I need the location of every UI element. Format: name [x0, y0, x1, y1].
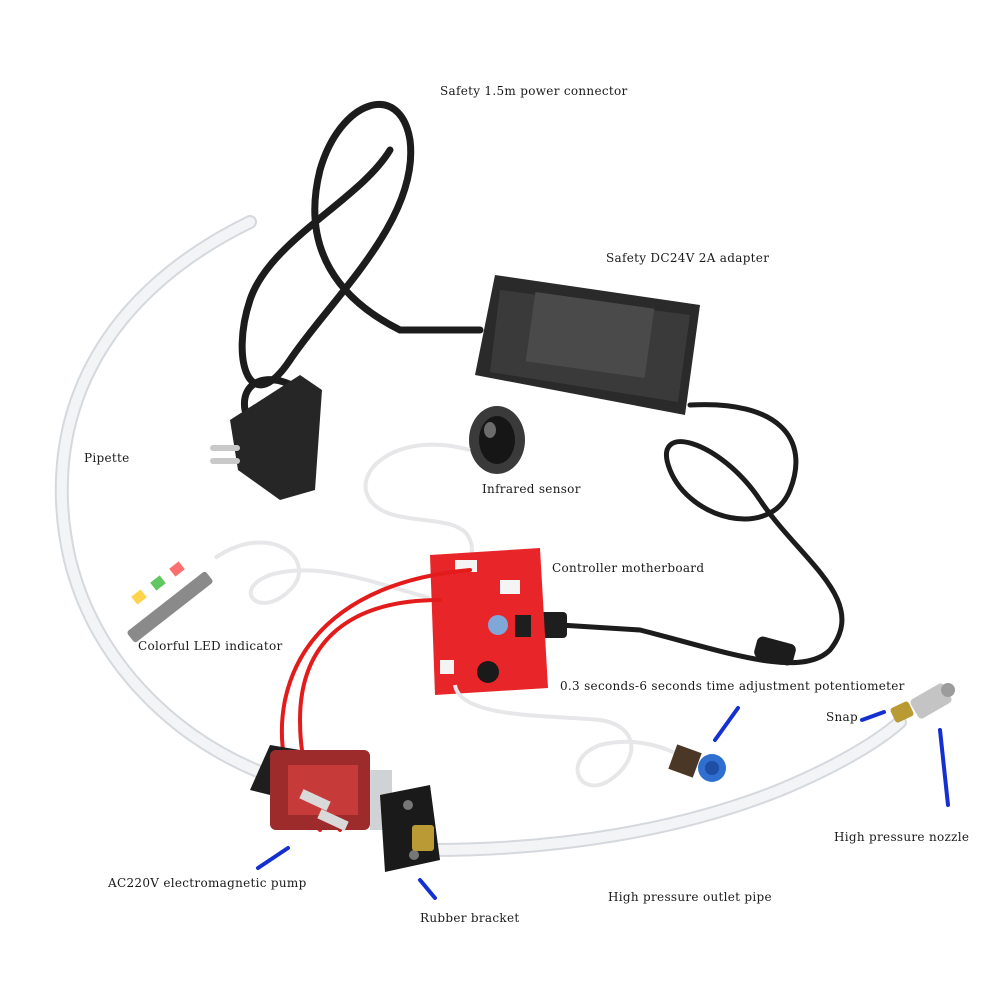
led-wire [213, 540, 431, 605]
rubber-bracket [380, 785, 440, 872]
pipette-tube [54, 215, 267, 779]
power-plug [210, 375, 322, 500]
electromagnetic-pump [250, 745, 392, 831]
label-adapter: Safety DC24V 2A adapter [606, 251, 770, 265]
dc-cable [557, 402, 845, 666]
adapter-body [475, 275, 700, 415]
label-snap: Snap [826, 710, 858, 724]
pointer-lines [256, 706, 950, 900]
potentiometer [668, 744, 726, 782]
infrared-sensor [469, 406, 525, 474]
snap [890, 701, 914, 723]
label-controller-motherboard: Controller motherboard [552, 561, 705, 575]
high-pressure-nozzle [910, 683, 955, 719]
label-outlet-pipe: High pressure outlet pipe [608, 890, 772, 904]
pointer-snap [860, 710, 886, 722]
label-infrared-sensor: Infrared sensor [482, 482, 581, 496]
potentiometer-wire [453, 684, 691, 788]
label-power-connector: Safety 1.5m power connector [440, 84, 628, 98]
controller-board [430, 548, 548, 695]
pointer-pump [256, 846, 290, 870]
led-indicator [127, 561, 213, 643]
ferrite-bead [754, 636, 796, 666]
label-led-indicator: Colorful LED indicator [138, 639, 283, 653]
label-pipette: Pipette [84, 451, 130, 465]
pointer-potentiometer [713, 706, 740, 742]
label-nozzle: High pressure nozzle [834, 830, 970, 844]
pointer-bracket [418, 878, 437, 900]
label-bracket: Rubber bracket [420, 911, 520, 925]
outlet-pipe [423, 715, 907, 857]
label-potentiometer: 0.3 seconds-6 seconds time adjustment po… [560, 679, 905, 693]
power-cable [238, 100, 484, 414]
pointer-nozzle [938, 728, 950, 807]
label-pump: AC220V electromagnetic pump [108, 876, 307, 890]
